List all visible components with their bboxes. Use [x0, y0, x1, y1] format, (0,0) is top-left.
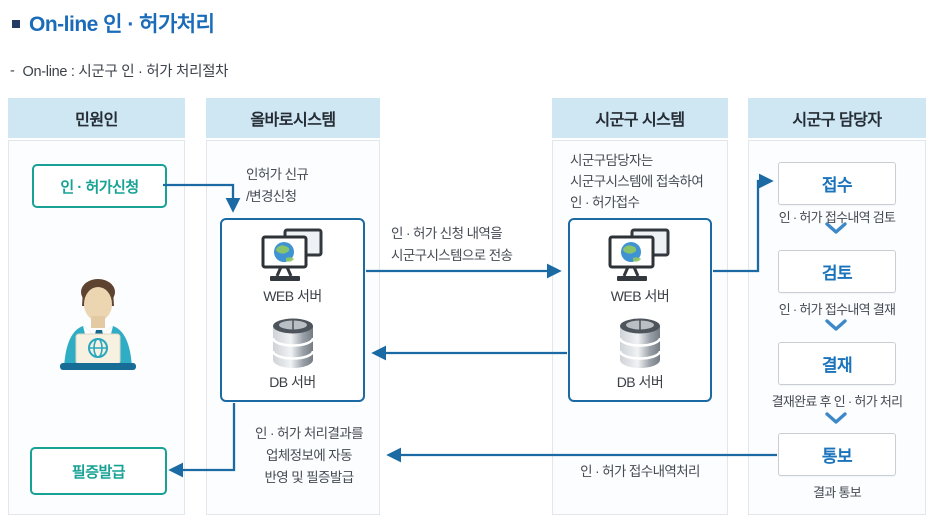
chevron-down-icon	[825, 222, 847, 235]
sigungu-note-bottom: 인 · 허가 접수내역처리	[580, 464, 700, 479]
column-header-allbaro: 올바로시스템	[206, 98, 380, 138]
square-bullet-icon	[12, 20, 20, 28]
step-caption-receive: 인 · 허가 접수내역 검토	[778, 210, 896, 225]
subtitle-dash: -	[10, 62, 15, 79]
db-server-icon	[617, 316, 663, 370]
chevron-down-icon	[825, 412, 847, 425]
step-caption-notify: 결과 통보	[813, 485, 862, 500]
db-server-label: DB 서버	[616, 374, 664, 390]
page-subtitle-text: On-line : 시군구 인 · 허가 처리절차	[22, 64, 229, 80]
column-header-sigungu-system: 시군구 시스템	[552, 98, 728, 138]
chevron-down-icon	[825, 319, 847, 332]
send-flow-label: 인 · 허가 신청 내역을 시군구시스템으로 전송	[391, 226, 513, 263]
allbaro-note-top: 인허가 신규 /변경신청	[246, 167, 309, 204]
page-subtitle: - On-line : 시군구 인 · 허가 처리절차	[10, 60, 229, 81]
step-box-review: 검토	[778, 250, 896, 293]
apply-box: 인 · 허가신청	[32, 164, 167, 208]
step-caption-review: 인 · 허가 접수내역 결재	[778, 302, 896, 317]
step-box-approve: 결재	[778, 342, 896, 385]
step-box-notify: 통보	[778, 433, 896, 476]
column-header-petitioner: 민원인	[8, 98, 185, 138]
issue-box: 필증발급	[30, 447, 167, 495]
db-server-label: DB 서버	[269, 374, 316, 390]
sigungu-note-top: 시군구담당자는 시군구시스템에 접속하여 인 · 허가접수	[570, 153, 704, 210]
web-server-icon	[261, 228, 325, 284]
web-server-icon	[608, 228, 672, 284]
page-title-text: On-line 인 · 허가처리	[29, 13, 215, 36]
column-header-sigungu-manager: 시군구 담당자	[748, 98, 926, 138]
allbaro-note-bottom: 인 · 허가 처리결과를 업체정보에 자동 반영 및 필증발급	[255, 426, 364, 485]
db-server-icon	[270, 316, 316, 370]
page-title: On-line 인 · 허가처리	[12, 8, 215, 38]
web-server-label: WEB 서버	[610, 288, 670, 304]
sigungu-system-box: WEB 서버 DB 서버	[568, 218, 712, 402]
allbaro-system-box: WEB 서버 DB 서버	[220, 218, 365, 402]
step-box-receive: 접수	[778, 162, 896, 205]
web-server-label: WEB 서버	[263, 288, 322, 304]
person-at-laptop-icon	[52, 276, 144, 372]
step-caption-approve: 결재완료 후 인 · 허가 처리	[771, 394, 903, 409]
